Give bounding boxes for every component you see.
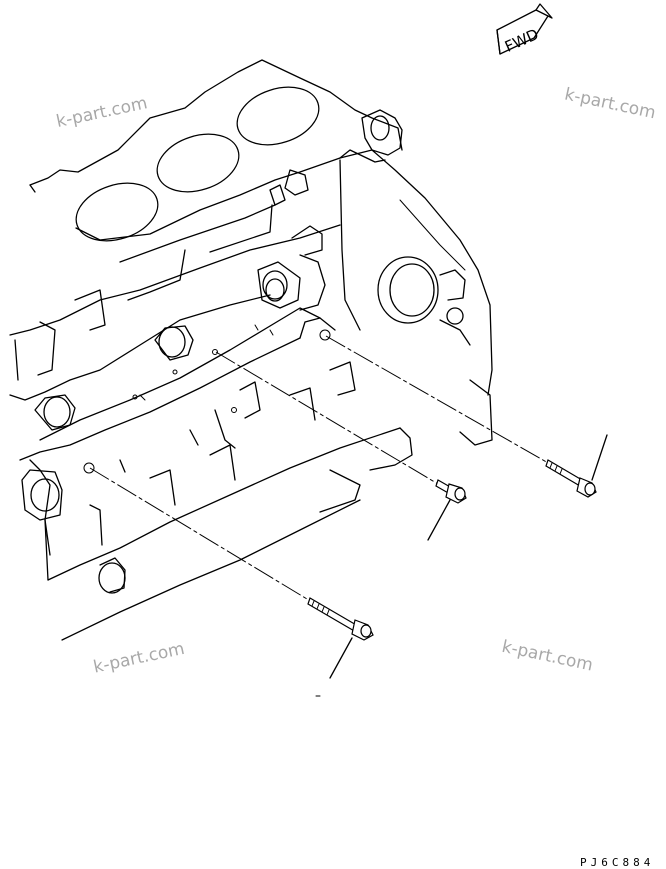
engine-block xyxy=(9,59,493,641)
watermark-bottom-left: k-part.com xyxy=(92,639,187,678)
watermark-top-right: k-part.com xyxy=(563,84,658,123)
watermark-bottom-right: k-part.com xyxy=(500,637,595,676)
bolt-middle-icon xyxy=(427,479,467,541)
bolt-centerlines xyxy=(89,335,551,603)
drawing-code: PJ6C884 xyxy=(580,856,654,869)
watermark-top-left: k-part.com xyxy=(55,93,150,132)
bolt-left-icon xyxy=(307,597,374,679)
forward-direction-arrow-icon: FWD xyxy=(496,3,553,56)
bolt-right-icon xyxy=(545,434,608,498)
watermark-group: k-part.com k-part.com k-part.com k-part.… xyxy=(55,84,658,677)
direction-label: FWD xyxy=(502,25,541,56)
